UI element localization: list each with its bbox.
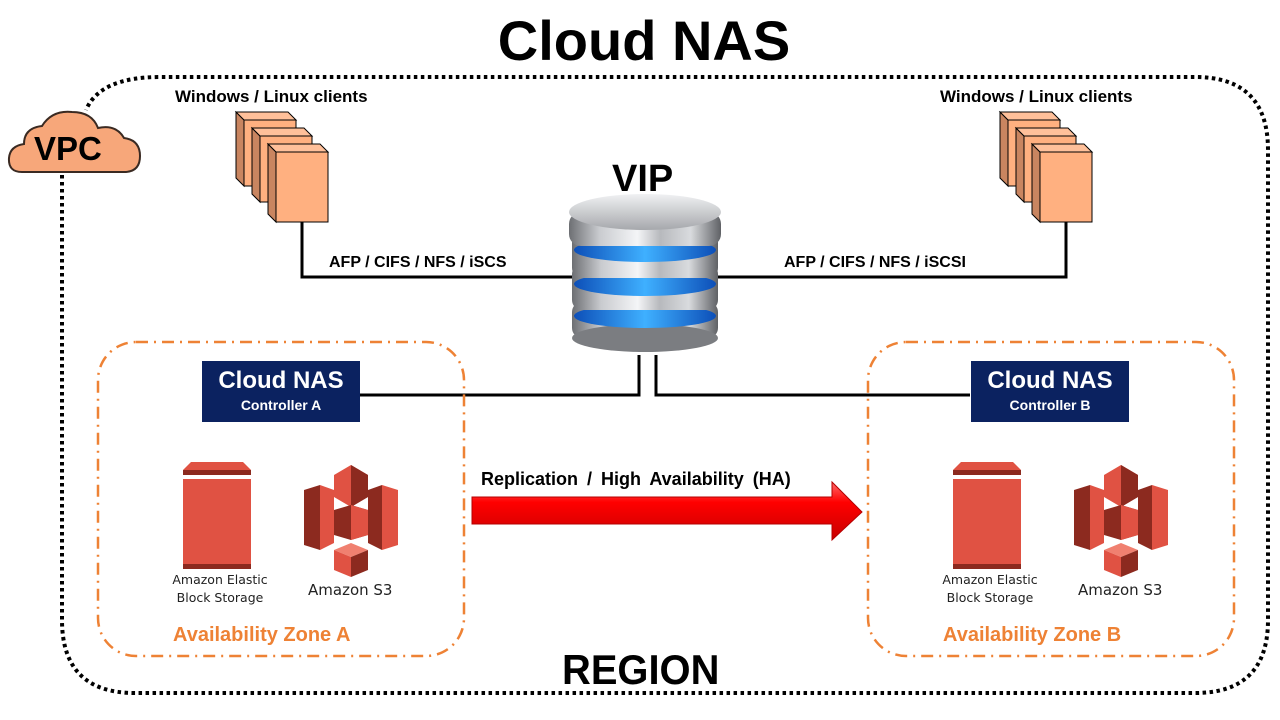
connector-left-client: [300, 222, 572, 279]
protocols-label-left: AFP / CIFS / NFS / iSCS: [329, 254, 507, 271]
controller-b-subtitle: Controller B: [1009, 397, 1091, 413]
controller-a: Cloud NAS Controller A: [202, 361, 360, 422]
ebs-label-line1: Amazon Elastic: [172, 572, 268, 587]
region-label: REGION: [562, 646, 720, 693]
availability-zone-b-boundary: [866, 340, 1236, 658]
database-icon: [569, 194, 721, 352]
server-stack-icon: [234, 110, 330, 224]
controller-b-title: Cloud NAS: [987, 367, 1113, 394]
clients-label-right: Windows / Linux clients: [940, 87, 1133, 106]
cloud-icon: [7, 110, 142, 173]
availability-zone-b-label: Availability Zone B: [943, 624, 1122, 646]
arrow-right-icon: [471, 480, 863, 542]
ebs-label-a: Amazon Elastic Block Storage: [162, 571, 278, 607]
vip-label: VIP: [612, 158, 674, 200]
clients-label-left: Windows / Linux clients: [175, 87, 368, 106]
controller-b: Cloud NAS Controller B: [971, 361, 1129, 422]
connector-right-client: [718, 222, 1068, 279]
page-title: Cloud NAS: [497, 9, 791, 72]
controller-a-title: Cloud NAS: [218, 367, 344, 394]
replication-label: Replication / High Availability (HA): [481, 469, 791, 489]
connector-controller-a: [360, 355, 641, 397]
s3-icon: [304, 465, 398, 577]
ebs-icon: [953, 462, 1021, 569]
ebs-icon: [183, 462, 251, 569]
ebs-label-b: Amazon Elastic Block Storage: [932, 571, 1048, 607]
ebs-label-line2: Block Storage: [176, 590, 264, 605]
ebs-label-line1: Amazon Elastic: [942, 572, 1038, 587]
availability-zone-a-boundary: [96, 340, 466, 658]
ebs-label-line2: Block Storage: [946, 590, 1034, 605]
s3-label-b: Amazon S3: [1078, 581, 1163, 599]
availability-zone-a-label: Availability Zone A: [173, 624, 351, 646]
controller-a-subtitle: Controller A: [240, 397, 322, 413]
server-stack-icon: [998, 110, 1094, 224]
protocols-label-right: AFP / CIFS / NFS / iSCSI: [784, 254, 966, 271]
vpc-label: VPC: [34, 130, 102, 167]
connector-controller-b: [654, 355, 970, 397]
vpc-boundary: [60, 75, 1270, 695]
s3-icon: [1074, 465, 1168, 577]
s3-label-a: Amazon S3: [308, 581, 393, 599]
